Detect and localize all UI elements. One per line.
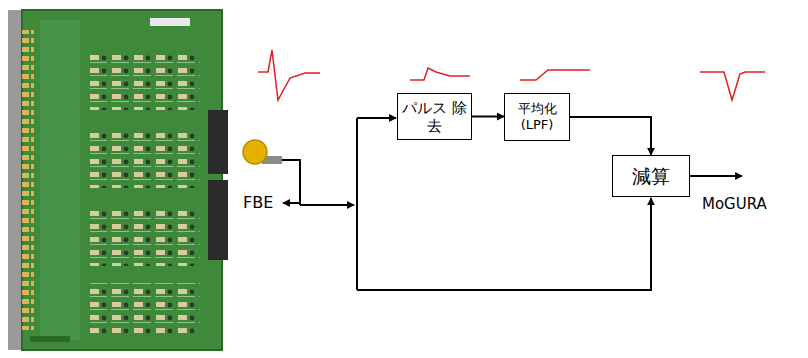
box-label: 平均化 (LPF) bbox=[509, 101, 565, 132]
process-box: 平均化 (LPF) bbox=[504, 93, 570, 141]
process-box: 減算 bbox=[612, 155, 690, 197]
box-label: 減算 bbox=[632, 165, 670, 188]
signal-name: FBE bbox=[243, 194, 273, 212]
box-label: パルス 除去 bbox=[402, 99, 467, 135]
signal-name: MoGURA bbox=[702, 196, 767, 213]
circuit-board bbox=[8, 10, 228, 350]
signal-arrow bbox=[472, 116, 504, 118]
signal-wire bbox=[282, 118, 742, 290]
signal-arrow bbox=[570, 117, 651, 155]
sensor-icon bbox=[243, 140, 282, 164]
process-box: パルス 除去 bbox=[397, 93, 472, 140]
